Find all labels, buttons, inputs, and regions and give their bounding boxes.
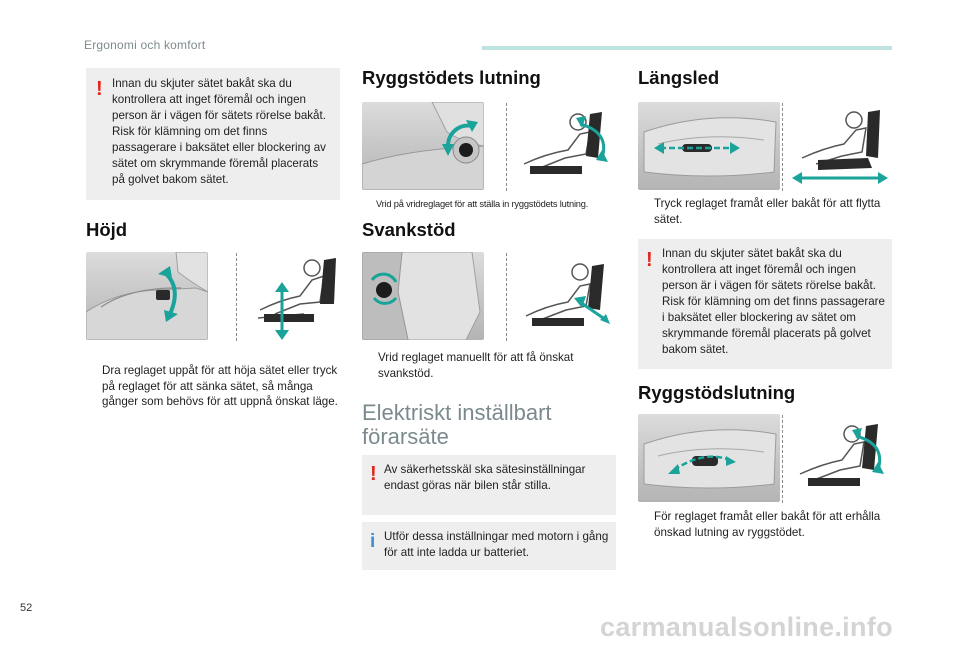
bullet-ryggstodslutning: För reglaget framåt eller bakåt för att … [638,509,894,540]
warning-text: Innan du skjuter sätet bakåt ska du kont… [662,247,885,356]
heading-ryggstodslutning: Ryggstödslutning [638,382,796,403]
backrest-tilt-pictogram [510,102,616,192]
watermark: carmanualsonline.info [600,612,893,642]
info-icon: i [370,531,376,552]
warning-box-middle: ! Av säkerhetsskäl ska sätesinställninga… [362,455,616,515]
heading-hojd: Höjd [86,219,128,240]
image-divider [782,415,783,503]
bullet-svankstod: Vrid reglaget manuellt för att få önskat… [362,350,612,381]
lumbar-support-pictogram [510,252,616,342]
warning-text: Av säkerhetsskäl ska sätesinställningar … [384,463,586,492]
bullet-langsled-text: Tryck reglaget framåt eller bakåt för at… [654,197,881,226]
seat-height-photo [86,252,208,340]
heading-elektriskt-line2: förarsäte [362,424,449,449]
longitudinal-photo [638,102,780,190]
image-divider [236,253,237,341]
section-header: Ergonomi och komfort [84,38,206,52]
backrest-recline-pictogram [788,414,892,504]
seat-height-pictogram [240,252,340,342]
heading-langsled: Längsled [638,67,720,88]
bullet-ryggstodets-lutning: Vrid på vridreglaget för att ställa in r… [362,197,616,213]
bullet-ryggstodets-lutning-text: Vrid på vridreglaget för att ställa in r… [376,199,589,209]
backrest-tilt-photo [362,102,484,190]
info-text: Utför dessa inställningar med motorn i g… [384,530,609,559]
heading-elektriskt: Elektriskt inställbart förarsäte [362,401,616,449]
bullet-hojd: Dra reglaget uppåt för att höja sätet el… [86,363,338,410]
longitudinal-pictogram [788,102,892,192]
image-divider [782,103,783,191]
backrest-recline-photo [638,414,780,502]
lumbar-support-photo [362,252,484,340]
warning-text: Innan du skjuter sätet bakåt ska du kont… [112,77,326,186]
warning-icon: ! [646,249,653,271]
section-header-bar [482,46,892,50]
page-number: 52 [20,602,33,614]
info-box-middle: i Utför dessa inställningar med motorn i… [362,522,616,570]
bullet-ryggstodslutning-text: För reglaget framåt eller bakåt för att … [654,510,881,539]
warning-box-right: ! Innan du skjuter sätet bakåt ska du ko… [638,239,892,369]
bullet-hojd-text: Dra reglaget uppåt för att höja sätet el… [102,364,338,408]
image-divider [506,253,507,341]
warning-box-left: ! Innan du skjuter sätet bakåt ska du ko… [86,68,340,200]
heading-svankstod: Svankstöd [362,219,456,240]
warning-icon: ! [96,78,103,100]
heading-elektriskt-line1: Elektriskt inställbart [362,400,552,425]
bullet-langsled: Tryck reglaget framåt eller bakåt för at… [638,196,894,227]
bullet-svankstod-text: Vrid reglaget manuellt för att få önskat… [378,351,574,380]
warning-icon: ! [370,463,377,485]
image-divider [506,103,507,191]
heading-ryggstodets-lutning: Ryggstödets lutning [362,67,541,88]
